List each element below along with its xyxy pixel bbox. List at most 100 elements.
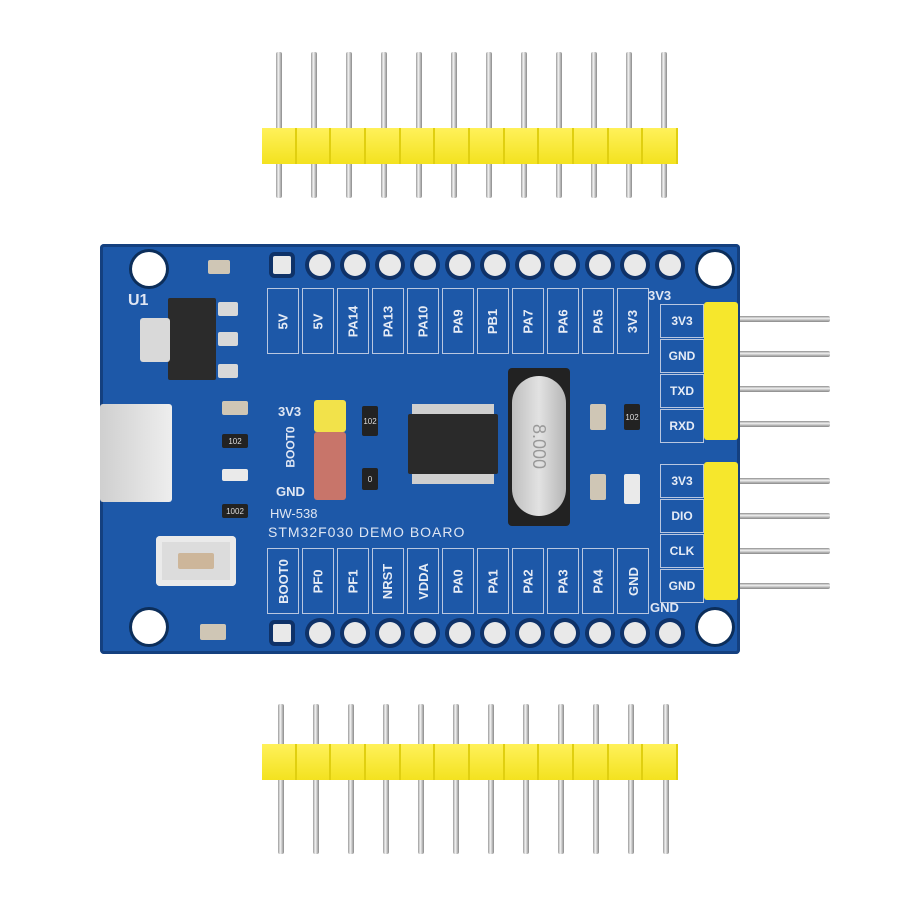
pin-pad xyxy=(449,254,471,276)
pin-label: PA10 xyxy=(407,288,439,354)
pin-label: PA6 xyxy=(547,288,579,354)
side-pin xyxy=(710,421,830,427)
pin-pad xyxy=(484,622,506,644)
pin-pad xyxy=(624,254,646,276)
pin-label: PA14 xyxy=(337,288,369,354)
resistor: 102 xyxy=(222,434,248,448)
boot-label-3v3: 3V3 xyxy=(278,404,302,419)
user-led xyxy=(624,474,640,504)
pin-label: BOOT0 xyxy=(267,548,299,614)
pin-pad xyxy=(554,622,576,644)
swd-label: GND xyxy=(660,569,704,603)
swd-header xyxy=(704,462,738,600)
micro-usb-port[interactable] xyxy=(100,404,172,502)
pin-pad xyxy=(484,254,506,276)
side-pin xyxy=(710,513,830,519)
pin-label: 3V3 xyxy=(617,288,649,354)
pcb-board: 5V 5V PA14 PA13 PA10 PA9 PB1 PA7 PA6 PA5… xyxy=(100,244,740,654)
pin-label: PB1 xyxy=(477,288,509,354)
pin-pad xyxy=(659,622,681,644)
regulator-ref: U1 xyxy=(128,292,149,309)
pin-label: PF1 xyxy=(337,548,369,614)
corner-label-gnd: GND xyxy=(650,600,679,615)
pin-label: PA13 xyxy=(372,288,404,354)
pin-pad xyxy=(449,622,471,644)
pin-label: PA7 xyxy=(512,288,544,354)
uart-label: TXD xyxy=(660,374,704,408)
pin-pad xyxy=(659,254,681,276)
pin-label: GND xyxy=(617,548,649,614)
resistor: 0 xyxy=(362,468,378,490)
uart-label: 3V3 xyxy=(660,304,704,338)
resistor: 102 xyxy=(362,406,378,436)
regulator-pin xyxy=(218,302,238,316)
mounting-hole xyxy=(132,610,166,644)
pin-pad xyxy=(519,622,541,644)
reset-button-cap[interactable] xyxy=(178,553,214,569)
resistor: 1002 xyxy=(222,504,248,518)
board-name-label: STM32F030 DEMO BOARO xyxy=(268,524,466,540)
side-pin xyxy=(710,386,830,392)
pin-pad xyxy=(273,624,291,642)
capacitor xyxy=(590,474,606,500)
boot-jumper-cap[interactable] xyxy=(314,432,346,500)
pin-label: PA3 xyxy=(547,548,579,614)
pin-label: PA9 xyxy=(442,288,474,354)
resistor: 102 xyxy=(624,404,640,430)
pin-pad xyxy=(624,622,646,644)
mounting-hole xyxy=(698,610,732,644)
mounting-hole xyxy=(698,252,732,286)
mounting-hole xyxy=(132,252,166,286)
bottom-pin-header xyxy=(262,700,679,855)
side-pin xyxy=(710,351,830,357)
capacitor xyxy=(590,404,606,430)
swd-label: CLK xyxy=(660,534,704,568)
side-pin xyxy=(710,583,830,589)
side-pin xyxy=(710,316,830,322)
corner-label-3v3: 3V3 xyxy=(648,288,672,303)
swd-label: 3V3 xyxy=(660,464,704,498)
crystal-can: 8.000 xyxy=(512,376,566,516)
uart-header xyxy=(704,302,738,440)
pin-label: PA1 xyxy=(477,548,509,614)
pin-pad xyxy=(273,256,291,274)
model-label: HW-538 xyxy=(270,506,318,521)
reset-button[interactable] xyxy=(156,536,236,586)
pin-pad xyxy=(519,254,541,276)
pin-label: PF0 xyxy=(302,548,334,614)
pin-pad xyxy=(414,622,436,644)
pin-label: PA2 xyxy=(512,548,544,614)
pin-label: PA0 xyxy=(442,548,474,614)
pin-pad xyxy=(554,254,576,276)
power-led xyxy=(222,469,248,481)
top-pin-header xyxy=(262,48,679,198)
pin-label: PA4 xyxy=(582,548,614,614)
swd-label: DIO xyxy=(660,499,704,533)
crystal-marking: 8.000 xyxy=(529,423,550,469)
pin-label: 5V xyxy=(302,288,334,354)
regulator-tab xyxy=(140,318,170,362)
regulator-pin xyxy=(218,364,238,378)
pin-label: 5V xyxy=(267,288,299,354)
stm32-mcu xyxy=(408,414,498,474)
voltage-regulator xyxy=(168,298,216,380)
capacitor xyxy=(200,624,226,640)
uart-label: GND xyxy=(660,339,704,373)
pin-pad xyxy=(309,622,331,644)
pin-pad xyxy=(589,254,611,276)
pin-pad xyxy=(344,622,366,644)
boot-jumper-header xyxy=(314,400,346,432)
pin-label: VDDA xyxy=(407,548,439,614)
boot-label-boot0: BOOT0 xyxy=(283,426,298,468)
regulator-pin xyxy=(218,332,238,346)
pin-pad xyxy=(379,622,401,644)
pin-label: PA5 xyxy=(582,288,614,354)
pin-pad xyxy=(309,254,331,276)
side-pin xyxy=(710,548,830,554)
side-pin xyxy=(710,478,830,484)
pin-label: NRST xyxy=(372,548,404,614)
pin-pad xyxy=(414,254,436,276)
pin-pad xyxy=(589,622,611,644)
uart-label: RXD xyxy=(660,409,704,443)
boot-label-gnd: GND xyxy=(276,484,305,499)
